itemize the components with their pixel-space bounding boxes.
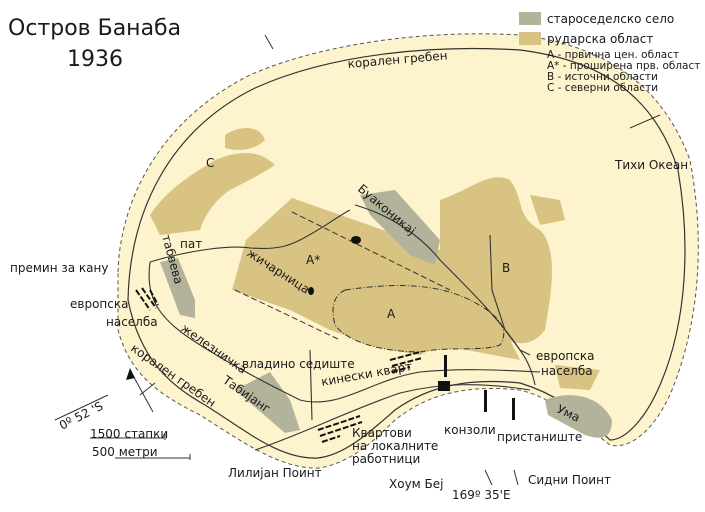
label-gov-station: владино седиште [242,357,355,371]
road-south [309,349,313,421]
village-uma [545,395,612,438]
label-wharf: пристаниште [497,430,582,444]
label-zone-c: C [206,156,214,170]
cantilever [512,398,515,420]
legend-mining-swatch [519,32,541,45]
legend-village-swatch [519,12,541,25]
legend-note: A - првична цен. област [547,49,679,61]
legend-note: C - северни области [547,82,658,94]
road-coast [254,384,531,451]
label-lilian-point: Лилијан Поинт [228,466,322,480]
scale-meters: 500 метри [92,445,158,459]
mining-patch [530,195,565,225]
quarters [135,287,423,443]
cableway-lines [234,211,451,341]
roads [148,204,541,451]
label-euro-east: европска [536,349,594,363]
village-tabwewa [160,258,195,318]
mining-patch [555,365,600,390]
label-home-bay: Хоум Беј [389,477,443,491]
pier [444,355,447,377]
label-zone-astar: A* [306,253,320,267]
map-year: 1936 [67,47,123,72]
pond [351,236,361,244]
label-cantilevers: конзоли [444,423,496,437]
north-arrow-icon [126,368,135,380]
scale-feet: 1500 стапки [90,427,168,441]
label-canoe-passage: премин за кану [10,261,108,275]
legend-note: B - источни области [547,71,658,83]
mining-patch [515,268,548,300]
label-workers: работници [352,452,420,466]
label-euro-west: населба [106,315,158,329]
legend-note: A* - проширена прв. област [547,60,700,72]
pond [308,287,314,295]
label-sydney-point: Сидни Поинт [528,473,611,487]
road-east [489,234,536,386]
road-railway [148,261,541,403]
legend-mining-label: рударска област [547,32,653,46]
label-zone-a: A [387,307,396,321]
label-euro-east: населба [541,364,593,378]
legend-village-label: староседелско село [547,12,674,26]
villages [160,190,612,438]
zone-a-boundary [332,285,505,353]
village-tabiang [235,372,300,433]
label-zone-b: B [502,261,510,275]
buildings [308,236,515,420]
mining-area-c [150,153,275,235]
label-workers: на локалните [352,439,438,453]
label-path: пат [180,237,202,251]
mining-area-c2 [225,128,265,150]
label-euro-west: европска [70,297,128,311]
map-title: Остров Банаба [8,16,181,41]
label-workers: Квартови [352,426,412,440]
road-path [149,209,351,263]
label-longitude: 169º 35'E [452,488,511,502]
wharf-building [438,381,450,391]
mining-patch [270,220,290,238]
cantilever [484,390,487,412]
label-pacific: Тихи Океан [614,158,688,172]
village-buakonikai [360,190,440,265]
